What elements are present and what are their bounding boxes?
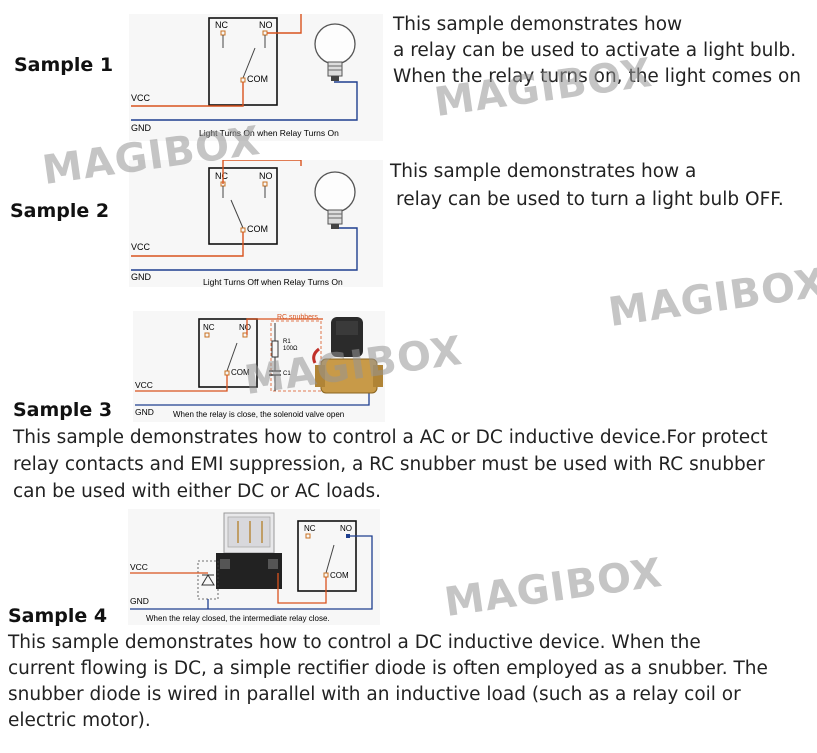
sample-1-diagram: NC NO COM VCC GND Light Turns On when Re… — [129, 14, 383, 141]
description-line: a relay can be used to activate a light … — [393, 40, 797, 61]
light-bulb-icon — [314, 171, 356, 229]
gnd-label: GND — [130, 596, 149, 606]
vcc-label: VCC — [131, 93, 151, 103]
r1-value: 100Ω — [283, 346, 298, 352]
com-terminal-label: COM — [247, 224, 268, 234]
gnd-label: GND — [131, 272, 152, 282]
nc-terminal-label: NC — [203, 323, 215, 332]
relay-box — [297, 520, 357, 592]
no-terminal-label: NO — [340, 524, 352, 533]
rc-snubber-label: RC snubbers — [277, 314, 318, 321]
description-line: current flowing is DC, a simple rectifie… — [8, 658, 768, 679]
sample-3-description: This sample demonstrates how to control … — [13, 424, 768, 505]
r1-label: R1 — [283, 339, 291, 345]
no-terminal-label: NO — [239, 323, 251, 332]
description-line: can be used with either DC or AC loads. — [13, 481, 382, 502]
description-line: This sample demonstrates how — [393, 14, 683, 35]
com-terminal-label: COM — [231, 368, 250, 377]
solenoid-valve-icon — [312, 317, 383, 394]
gnd-label: GND — [135, 407, 154, 417]
relay-box — [198, 318, 258, 388]
sample-1-label: Sample 1 — [14, 54, 114, 76]
diagram-caption: When the relay closed, the intermediate … — [146, 614, 330, 623]
light-bulb-icon — [314, 23, 356, 81]
description-line: snubber diode is wired in parallel with … — [8, 684, 741, 705]
sample-4-diagram: NC NO COM VCC GND When the relay closed,… — [128, 509, 380, 625]
magibox-watermark: MAGIBOX — [441, 549, 666, 626]
diagram-caption: Light Turns On when Relay Turns On — [199, 128, 339, 138]
no-terminal-label: NO — [259, 20, 273, 30]
nc-terminal-label: NC — [304, 524, 316, 533]
description-line: relay contacts and EMI suppression, a RC… — [13, 454, 765, 475]
com-terminal-label: COM — [247, 74, 268, 84]
magibox-watermark: MAGIBOX — [605, 259, 817, 336]
description-line: electric motor). — [8, 710, 151, 731]
description-line: This sample demonstrates how a — [390, 161, 697, 182]
sample-1-description: This sample demonstrates how a relay can… — [393, 12, 801, 90]
sample-2-diagram: NC NO COM VCC GND Light Turns Off when R… — [129, 160, 383, 287]
sample-2-description: This sample demonstrates how a relay can… — [390, 158, 784, 214]
vcc-label: VCC — [135, 380, 153, 390]
description-line: This sample demonstrates how to control … — [13, 427, 768, 448]
diagram-caption: When the relay is close, the solenoid va… — [173, 410, 344, 419]
vcc-label: VCC — [131, 242, 151, 252]
c1-label: C1 — [283, 371, 291, 377]
vcc-label: VCC — [130, 562, 148, 572]
sample-2-label: Sample 2 — [10, 200, 110, 222]
nc-terminal-label: NC — [215, 20, 228, 30]
sample-4-description: This sample demonstrates how to control … — [8, 630, 768, 734]
diagram-caption: Light Turns Off when Relay Turns On — [203, 277, 343, 287]
gnd-label: GND — [131, 123, 152, 133]
description-line: relay can be used to turn a light bulb O… — [396, 189, 784, 210]
description-line: This sample demonstrates how to control … — [8, 632, 701, 653]
sample-3-label: Sample 3 — [13, 399, 113, 421]
nc-terminal-label: NC — [215, 171, 228, 181]
com-terminal-label: COM — [330, 571, 349, 580]
description-line: When the relay turns on, the light comes… — [393, 66, 802, 87]
sample-3-diagram: NC NO COM RC snubbers R1 100Ω C1 VCC GND… — [133, 311, 385, 422]
sample-4-label: Sample 4 — [8, 605, 108, 627]
intermediate-relay-icon — [216, 512, 282, 589]
no-terminal-label: NO — [259, 171, 273, 181]
